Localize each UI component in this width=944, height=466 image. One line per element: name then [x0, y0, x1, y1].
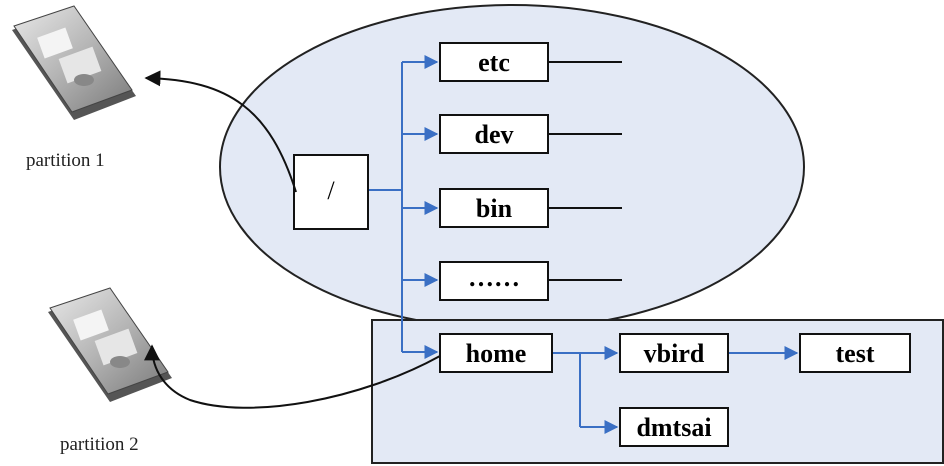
dir-node-dmtsai: dmtsai [619, 407, 729, 447]
subtree-stubs [548, 61, 622, 281]
dir-label-home: home [466, 339, 527, 368]
dir-node-more: …… [439, 261, 549, 301]
mount-arrow-root [144, 70, 297, 193]
dir-label-dmtsai: dmtsai [636, 413, 711, 442]
mount-arrow-home [144, 344, 441, 409]
dir-node-bin: bin [439, 188, 549, 228]
dir-label-bin: bin [476, 194, 513, 223]
dir-label-dev: dev [475, 120, 514, 149]
dir-node-vbird: vbird [619, 333, 729, 373]
directory-tree-lines [368, 55, 799, 434]
dir-label-more: …… [468, 263, 520, 292]
dir-node-test: test [799, 333, 911, 373]
dir-label-vbird: vbird [644, 339, 705, 368]
dir-label-test: test [836, 339, 875, 368]
dir-label-etc: etc [478, 48, 510, 77]
dir-node-home: home [439, 333, 553, 373]
root-node: / [293, 154, 369, 230]
dir-node-etc: etc [439, 42, 549, 82]
root-label: / [327, 176, 335, 205]
hard-disk-icon [12, 5, 136, 120]
dir-node-dev: dev [439, 114, 549, 154]
hard-disk-icon [48, 287, 172, 402]
partition-2-label: partition 2 [60, 434, 139, 455]
partition-1-label: partition 1 [26, 150, 105, 171]
